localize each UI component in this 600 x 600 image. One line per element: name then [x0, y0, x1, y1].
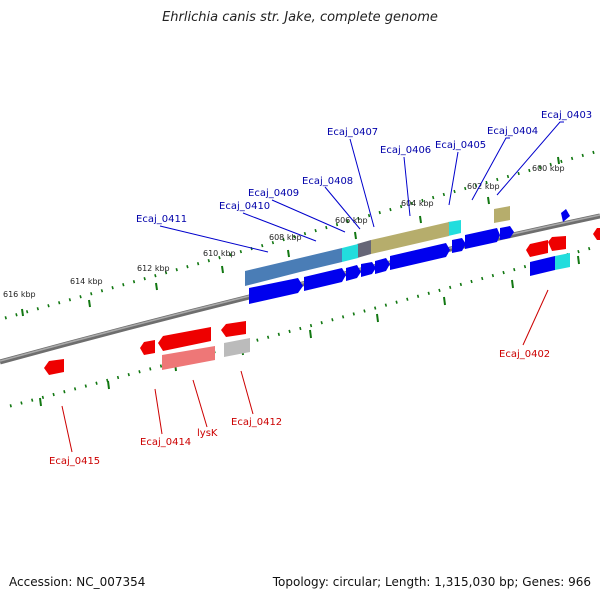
accession-value: NC_007354: [76, 575, 146, 589]
forward-leaders: [159, 121, 564, 253]
gene-0402-block-a[interactable]: [530, 256, 555, 276]
gene-0412-block[interactable]: [224, 338, 250, 357]
reverse-leaders: [61, 289, 549, 453]
gene-0405-block[interactable]: [448, 220, 461, 236]
gene-0409-block[interactable]: [300, 248, 342, 272]
topology-value: circular;: [332, 575, 382, 589]
genome-info-footer: Topology: circular; Length: 1,315,030 bp…: [273, 575, 591, 589]
gene-label-0406[interactable]: Ecaj_0406: [380, 145, 431, 156]
gene-0406-fwd-a[interactable]: [452, 238, 466, 253]
gene-label-0410[interactable]: Ecaj_0410: [219, 201, 270, 212]
scale-label-608: 608 kbp: [269, 233, 302, 242]
gene-0412-rev[interactable]: [221, 321, 246, 337]
topology-label: Topology:: [272, 575, 329, 589]
scale-label-616: 616 kbp: [3, 290, 36, 299]
gene-label-0409[interactable]: Ecaj_0409: [248, 188, 299, 199]
gene-0410-fwd[interactable]: [304, 268, 346, 291]
gene-0411-fwd[interactable]: [249, 278, 303, 304]
gene-0414-small[interactable]: [140, 340, 155, 355]
outer-major-ticks: [21, 156, 560, 317]
gene-label-0405[interactable]: Ecaj_0405: [435, 140, 486, 151]
inner-major-ticks: [39, 255, 580, 407]
accession-label: Accession:: [9, 575, 73, 589]
gene-lysK-block[interactable]: [162, 346, 215, 370]
gene-0403-arrow[interactable]: [561, 209, 570, 222]
gene-0402-rev-b[interactable]: [548, 236, 566, 251]
scale-label-602: 602 kbp: [467, 182, 500, 191]
gene-label-0407[interactable]: Ecaj_0407: [327, 127, 378, 138]
gene-0408-fwd[interactable]: [361, 262, 376, 277]
gene-0406-block[interactable]: [371, 222, 449, 254]
gene-0407-block[interactable]: [357, 240, 371, 258]
gene-label-0403[interactable]: Ecaj_0403: [541, 110, 592, 121]
page-title: Ehrlichia canis str. Jake, complete geno…: [162, 10, 438, 25]
scale-label-612: 612 kbp: [137, 264, 170, 273]
scale-label-614: 614 kbp: [70, 277, 103, 286]
gene-0414-rev[interactable]: [158, 327, 211, 351]
gene-0404-block[interactable]: [494, 206, 510, 223]
gene-0411-block[interactable]: [245, 258, 300, 286]
gene-0402-fwd-b[interactable]: [500, 226, 514, 240]
length-value: 1,315,030 bp;: [434, 575, 519, 589]
accession-footer: Accession: NC_007354: [9, 575, 145, 589]
length-label: Length:: [385, 575, 431, 589]
scale-label-606: 606 kbp: [335, 216, 368, 225]
gene-0407-fwd[interactable]: [375, 258, 390, 274]
gene-0408-block[interactable]: [342, 244, 358, 262]
genes-label: Genes:: [522, 575, 565, 589]
scale-label-604: 604 kbp: [401, 199, 434, 208]
scale-label-600: 600 kbp: [532, 164, 565, 173]
gene-0402-fwd-a[interactable]: [465, 228, 500, 249]
gene-label-0415[interactable]: Ecaj_0415: [49, 456, 100, 467]
gene-edge-rev[interactable]: [593, 228, 600, 240]
gene-0409-fwd[interactable]: [346, 265, 361, 281]
gene-label-0412[interactable]: Ecaj_0412: [231, 417, 282, 428]
gene-label-lysK[interactable]: lysK: [197, 428, 218, 439]
gene-0406-fwd-b[interactable]: [390, 243, 450, 270]
genes-value: 966: [568, 575, 591, 589]
gene-0402-block-b[interactable]: [555, 253, 570, 270]
gene-0415-rev[interactable]: [44, 359, 64, 375]
scale-label-610: 610 kbp: [203, 249, 236, 258]
scale-labels: 600 kbp 602 kbp 604 kbp 606 kbp 608 kbp …: [3, 164, 565, 299]
gene-label-0414[interactable]: Ecaj_0414: [140, 437, 191, 448]
gene-label-0402[interactable]: Ecaj_0402: [499, 349, 550, 360]
gene-labels: Ecaj_0403 Ecaj_0404 Ecaj_0405 Ecaj_0406 …: [49, 110, 592, 467]
gene-label-0404[interactable]: Ecaj_0404: [487, 126, 538, 137]
gene-label-0408[interactable]: Ecaj_0408: [302, 176, 353, 187]
gene-label-0411[interactable]: Ecaj_0411: [136, 214, 187, 225]
reverse-genes: [44, 228, 600, 375]
forward-genes: [245, 206, 570, 304]
gene-0402-rev-a[interactable]: [526, 240, 548, 257]
